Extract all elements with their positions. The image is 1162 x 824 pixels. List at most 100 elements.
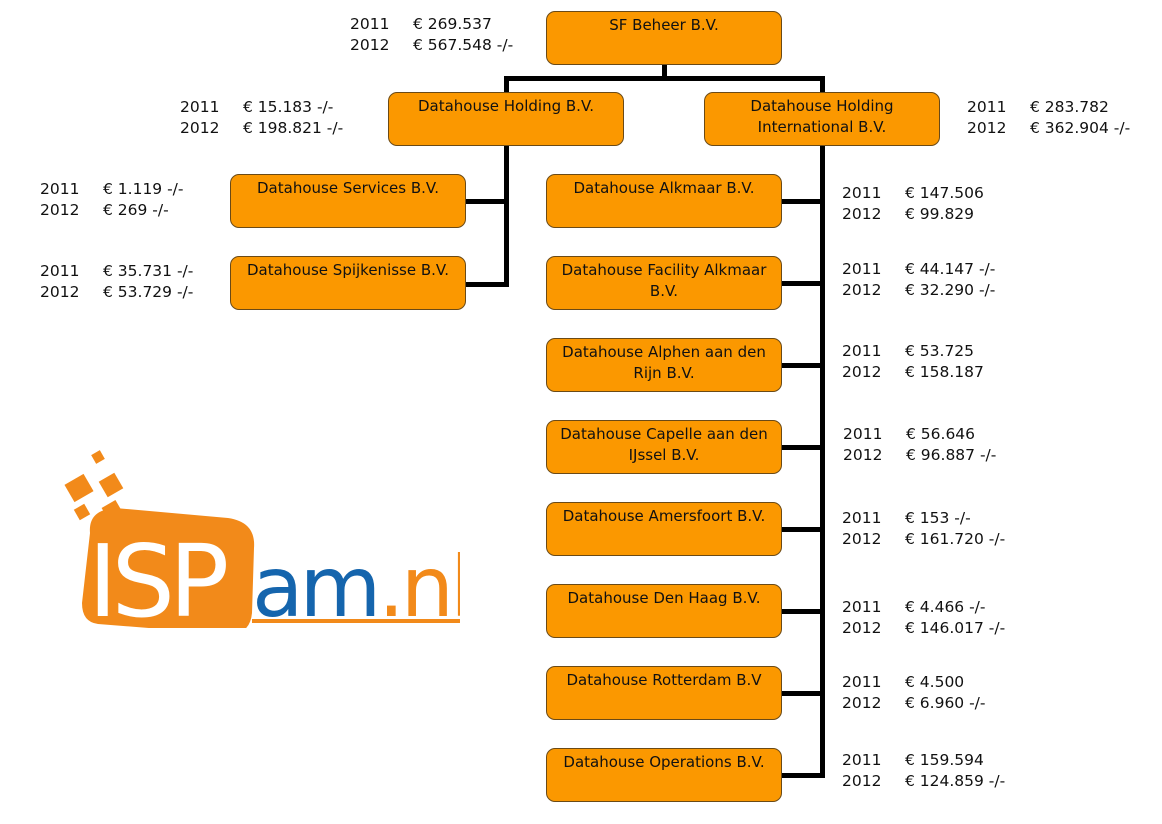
- result-value: € 1.119 -/-: [103, 180, 184, 198]
- year: 2011: [842, 184, 882, 202]
- entity-box-sf-beheer: SF Beheer B.V.: [546, 11, 782, 65]
- financial-row: 2011€ 269.537: [350, 14, 513, 35]
- financial-row: 2011 € 147.506: [842, 183, 984, 204]
- result-value: € 147.506: [905, 184, 984, 202]
- result-value: € 32.290 -/-: [905, 281, 996, 299]
- result-value: € 567.548 -/-: [413, 36, 514, 54]
- connector: [781, 527, 823, 532]
- result-value: € 53.729 -/-: [103, 283, 194, 301]
- result-value: € 4.500: [905, 673, 965, 691]
- connector: [466, 199, 509, 204]
- result-value: € 269 -/-: [103, 201, 169, 219]
- financial-row: 2012€ 124.859 -/-: [842, 771, 1005, 792]
- result-value: € 15.183 -/-: [243, 98, 334, 116]
- connector: [781, 609, 823, 614]
- entity-box-holding-international: Datahouse Holding International B.V.: [704, 92, 940, 146]
- financials-facility-alkmaar: 2011 € 44.147 -/- 2012 € 32.290 -/-: [842, 259, 995, 301]
- year: 2012: [40, 283, 80, 301]
- connector: [781, 363, 823, 368]
- year: 2011: [843, 425, 883, 443]
- entity-box-alphen: Datahouse Alphen aan den Rijn B.V.: [546, 338, 782, 392]
- result-value: € 99.829: [905, 205, 975, 223]
- year: 2011: [842, 673, 882, 691]
- year: 2011: [842, 598, 882, 616]
- year: 2011: [842, 751, 882, 769]
- financial-row: 2012 € 6.960 -/-: [842, 693, 986, 714]
- financials-alkmaar: 2011 € 147.506 2012 € 99.829: [842, 183, 984, 225]
- svg-text:.nl: .nl: [378, 538, 460, 628]
- year: 2012: [842, 694, 882, 712]
- year: 2012: [350, 36, 390, 54]
- financial-row: 2012 € 158.187: [842, 362, 984, 383]
- financials-amersfoort: 2011 € 153 -/- 2012€ 161.720 -/-: [842, 508, 1005, 550]
- year: 2011: [842, 342, 882, 360]
- result-value: € 362.904 -/-: [1030, 119, 1131, 137]
- svg-text:am: am: [252, 538, 377, 628]
- result-value: € 6.960 -/-: [905, 694, 986, 712]
- result-value: € 124.859 -/-: [905, 772, 1006, 790]
- financial-row: 2012 € 99.829: [842, 204, 984, 225]
- financial-row: 2011 € 1.119 -/-: [40, 179, 184, 200]
- financial-row: 2011€ 159.594: [842, 750, 1005, 771]
- result-value: € 53.725: [905, 342, 975, 360]
- year: 2012: [40, 201, 80, 219]
- financials-den-haag: 2011 € 4.466 -/- 2012€ 146.017 -/-: [842, 597, 1005, 639]
- entity-box-spijkenisse: Datahouse Spijkenisse B.V.: [230, 256, 466, 310]
- year: 2011: [350, 15, 390, 33]
- year: 2012: [842, 530, 882, 548]
- year: 2011: [842, 509, 882, 527]
- year: 2012: [842, 363, 882, 381]
- entity-box-capelle: Datahouse Capelle aan den IJssel B.V.: [546, 420, 782, 474]
- financial-row: 2011 € 153 -/-: [842, 508, 1005, 529]
- entity-box-facility-alkmaar: Datahouse Facility Alkmaar B.V.: [546, 256, 782, 310]
- year: 2011: [842, 260, 882, 278]
- connector: [504, 76, 509, 287]
- ispam-logo: ISP am .nl: [60, 448, 473, 640]
- year: 2012: [843, 446, 883, 464]
- financial-row: 2011 € 53.725: [842, 341, 984, 362]
- year: 2012: [180, 119, 220, 137]
- financial-row: 2011€ 283.782: [967, 97, 1130, 118]
- year: 2012: [842, 205, 882, 223]
- result-value: € 153 -/-: [905, 509, 971, 527]
- result-value: € 44.147 -/-: [905, 260, 996, 278]
- financials-alphen: 2011 € 53.725 2012 € 158.187: [842, 341, 984, 383]
- year: 2012: [967, 119, 1007, 137]
- entity-box-operations: Datahouse Operations B.V.: [546, 748, 782, 802]
- financial-row: 2011€ 35.731 -/-: [40, 261, 193, 282]
- year: 2011: [40, 180, 80, 198]
- connector: [662, 64, 667, 80]
- financials-spijkenisse: 2011€ 35.731 -/-2012 € 53.729 -/-: [40, 261, 193, 303]
- financial-row: 2012 € 198.821 -/-: [180, 118, 343, 139]
- entity-box-holding: Datahouse Holding B.V.: [388, 92, 624, 146]
- financial-row: 2012 € 567.548 -/-: [350, 35, 513, 56]
- financials-services: 2011 € 1.119 -/- 2012 € 269 -/-: [40, 179, 184, 221]
- connector: [781, 691, 823, 696]
- connector: [820, 76, 825, 778]
- financial-row: 2012€ 96.887 -/-: [843, 445, 996, 466]
- svg-text:ISP: ISP: [88, 523, 226, 628]
- year: 2012: [842, 281, 882, 299]
- entity-box-den-haag: Datahouse Den Haag B.V.: [546, 584, 782, 638]
- financial-row: 2012€ 146.017 -/-: [842, 618, 1005, 639]
- financial-row: 2012 € 269 -/-: [40, 200, 184, 221]
- result-value: € 158.187: [905, 363, 984, 381]
- connector: [781, 199, 823, 204]
- result-value: € 198.821 -/-: [243, 119, 344, 137]
- year: 2011: [40, 262, 80, 280]
- financial-row: 2012€ 161.720 -/-: [842, 529, 1005, 550]
- entity-box-amersfoort: Datahouse Amersfoort B.V.: [546, 502, 782, 556]
- financials-holding: 2011€ 15.183 -/-2012€ 198.821 -/-: [180, 97, 343, 139]
- result-value: € 4.466 -/-: [905, 598, 986, 616]
- year: 2011: [967, 98, 1007, 116]
- financial-row: 2012 € 53.729 -/-: [40, 282, 193, 303]
- result-value: € 146.017 -/-: [905, 619, 1006, 637]
- financial-row: 2011 € 44.147 -/-: [842, 259, 995, 280]
- financial-row: 2011 € 4.466 -/-: [842, 597, 1005, 618]
- financial-row: 2012 € 362.904 -/-: [967, 118, 1130, 139]
- entity-box-services: Datahouse Services B.V.: [230, 174, 466, 228]
